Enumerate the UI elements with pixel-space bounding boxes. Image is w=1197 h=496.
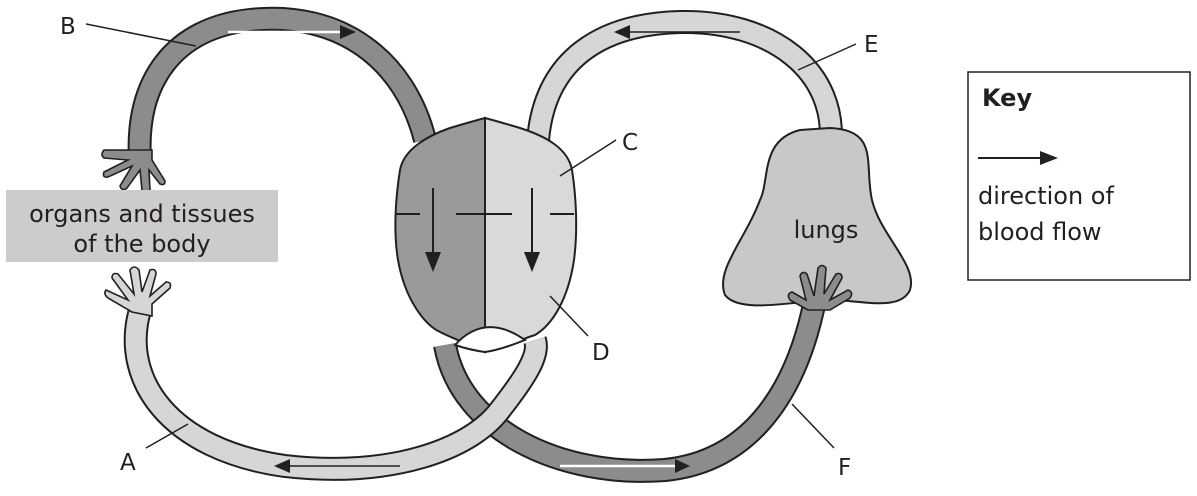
body-organs-box: organs and tissues of the body	[6, 190, 278, 262]
label-d: D	[592, 340, 610, 366]
key-title: Key	[982, 84, 1032, 112]
label-c: C	[622, 130, 638, 156]
leader-line-d	[550, 296, 588, 336]
leader-line-f	[792, 404, 834, 448]
pulmonary-vein-vessel-e	[538, 22, 831, 150]
key-box: Key direction of blood flow	[968, 72, 1190, 280]
label-f: F	[838, 455, 851, 481]
label-e: E	[864, 32, 879, 58]
body-capillaries-lower	[105, 267, 171, 316]
key-line1: direction of	[978, 182, 1114, 210]
label-a: A	[120, 450, 136, 476]
lungs-label: lungs	[794, 216, 859, 244]
heart	[395, 118, 576, 352]
key-line2: blood flow	[978, 218, 1102, 246]
heart-left-side	[395, 118, 485, 352]
heart-right-side	[485, 118, 576, 352]
body-capillaries-upper	[102, 150, 165, 192]
label-b: B	[60, 14, 76, 40]
body-box-line1: organs and tissues	[29, 200, 255, 228]
body-box-line2: of the body	[73, 230, 210, 258]
aorta-vessel-b	[140, 19, 425, 160]
